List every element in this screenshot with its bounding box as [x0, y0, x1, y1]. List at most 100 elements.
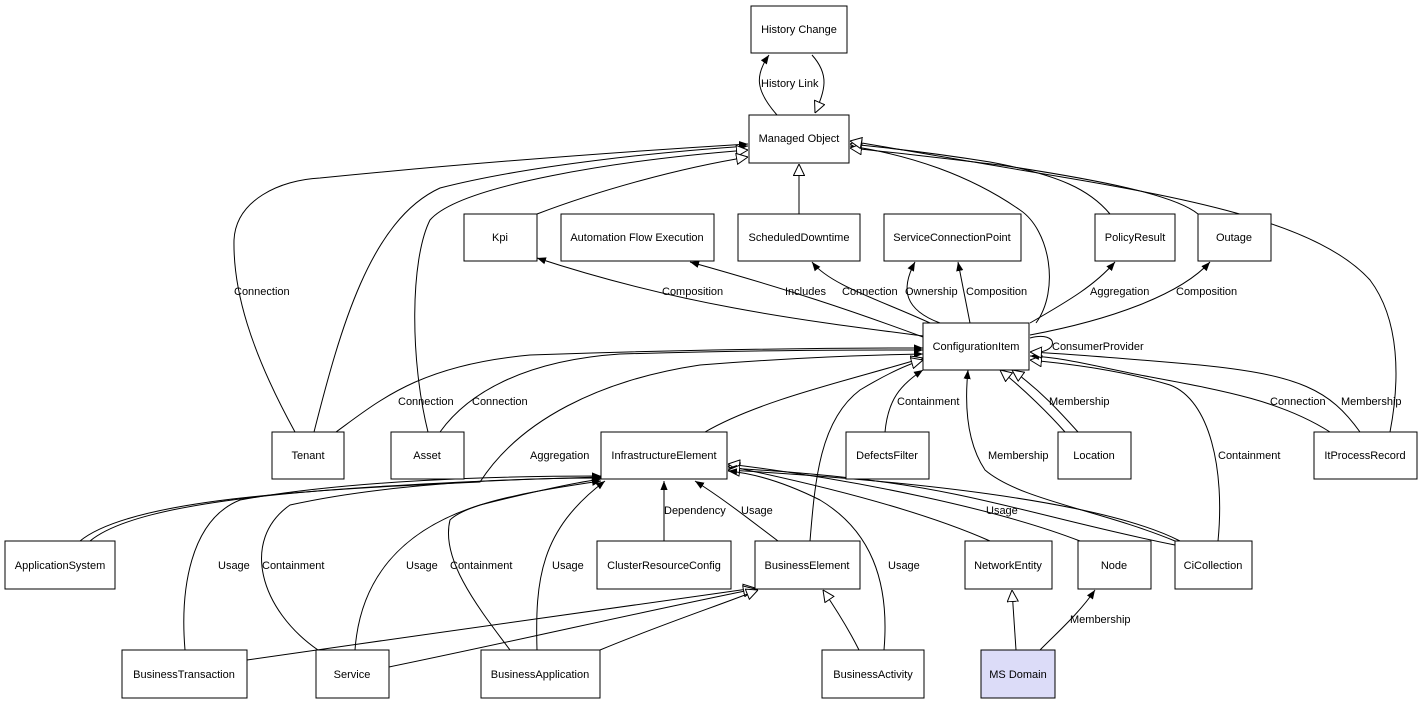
edge-ci-kpi: [536, 257, 924, 337]
node-label: ScheduledDowntime: [749, 232, 850, 244]
edge-be-ie: [694, 480, 779, 542]
edge-label: Containment: [450, 560, 512, 572]
node-label: CiCollection: [1184, 560, 1243, 572]
node-label: ItProcessRecord: [1324, 450, 1405, 462]
edge-ci-outage: [1029, 261, 1211, 336]
edge-ba-ie-cont: [448, 478, 602, 651]
node-label: BusinessElement: [765, 560, 850, 572]
node-scheduled-downtime: ScheduledDowntime: [737, 213, 861, 262]
node-managed-object: Managed Object: [748, 114, 850, 164]
node-label: BusinessActivity: [833, 669, 913, 681]
edge-ci-sd: [811, 261, 931, 324]
edge-itpr-ci-membership: [1030, 352, 1361, 433]
node-it-process-record: ItProcessRecord: [1313, 431, 1418, 480]
edge-tenant-ci: [335, 344, 924, 433]
edge-asset-ci: [439, 346, 924, 433]
edge-label: Usage: [552, 560, 584, 572]
edge-location-ci-1: [1000, 370, 1066, 433]
edge-ci-self: [1029, 336, 1053, 357]
edge-outage-mo: [850, 148, 1199, 215]
edge-label: Connection: [1270, 396, 1326, 408]
edge-label: Containment: [897, 396, 959, 408]
node-ms-domain: MS Domain: [980, 649, 1056, 699]
edge-history-self: [811, 54, 824, 113]
node-service-connection-point: ServiceConnectionPoint: [883, 213, 1022, 262]
node-label: Kpi: [492, 232, 508, 244]
node-label: Automation Flow Execution: [570, 232, 703, 244]
node-defects-filter: DefectsFilter: [845, 431, 930, 480]
edge-appsys-ci: [79, 350, 924, 542]
edge-kpi-mo: [536, 157, 748, 215]
edge-be-ci: [809, 360, 923, 542]
edge-label: Connection: [398, 396, 454, 408]
node-label: ConfigurationItem: [933, 341, 1020, 353]
edge-tenant-mo: [233, 140, 749, 433]
node-label: Managed Object: [759, 133, 840, 145]
edge-label: Usage: [986, 505, 1018, 517]
edge-label: Ownership: [905, 286, 958, 298]
node-location: Location: [1057, 431, 1132, 480]
edge-msd-network: [1012, 590, 1016, 651]
edge-label: Usage: [218, 560, 250, 572]
nodes: History Change Managed Object Kpi Automa…: [4, 5, 1418, 699]
edge-itpr-ci-connection: [1029, 352, 1331, 433]
edge-label: Connection: [472, 396, 528, 408]
edge-ba-ie-usage: [536, 480, 606, 651]
edge-label: Connection: [842, 286, 898, 298]
node-business-application: BusinessApplication: [480, 649, 601, 699]
edge-cicoll-ci-containment: [1030, 360, 1221, 542]
edge-label: Usage: [741, 505, 773, 517]
edge-label: Usage: [406, 560, 438, 572]
edge-bt-ie: [183, 472, 602, 651]
edge-label: Aggregation: [530, 450, 589, 462]
edge-label: Dependency: [664, 505, 726, 517]
edge-bt-be: [246, 588, 755, 661]
edge-labels: History Link Connection Composition Incl…: [218, 78, 1402, 626]
edge-label: Membership: [988, 450, 1049, 462]
edge-network-ie: [728, 466, 991, 542]
edge-bact-ie: [727, 468, 886, 651]
edge-pr-mo: [850, 144, 1111, 215]
node-tenant: Tenant: [271, 431, 345, 480]
node-label: Asset: [413, 450, 441, 462]
edge-label: Composition: [662, 286, 723, 298]
edge-location-ci-2: [1012, 370, 1079, 433]
node-label: ServiceConnectionPoint: [893, 232, 1010, 244]
edge-label: Membership: [1070, 614, 1131, 626]
edge-label: Includes: [785, 286, 826, 298]
edge-cicoll-ie-2: [728, 470, 1181, 542]
edge-itpr-mo: [850, 141, 1397, 433]
node-asset: Asset: [390, 431, 465, 480]
edge-ci-scp-comp: [956, 261, 971, 324]
edge-cicoll-ie-usage: [727, 464, 1176, 546]
edge-msd-node: [1039, 589, 1096, 651]
edge-label: ConsumerProvider: [1052, 341, 1144, 353]
edge-ci-mo: [849, 143, 1050, 324]
node-business-transaction: BusinessTransaction: [121, 649, 248, 699]
edge-label: History Link: [761, 78, 819, 90]
node-label: DefectsFilter: [856, 450, 918, 462]
node-business-activity: BusinessActivity: [821, 649, 925, 699]
node-label: ClusterResourceConfig: [607, 560, 721, 572]
node-node: Node: [1077, 540, 1152, 590]
node-cluster-resource-config: ClusterResourceConfig: [596, 540, 732, 590]
node-configuration-item: ConfigurationItem: [922, 322, 1030, 371]
node-network-entity: NetworkEntity: [964, 540, 1053, 590]
node-automation-flow-execution: Automation Flow Execution: [560, 213, 715, 262]
node-label: ApplicationSystem: [15, 560, 106, 572]
node-history-change: History Change: [750, 5, 848, 54]
edge-defects-ci: [884, 369, 924, 433]
edge-label: Usage: [888, 560, 920, 572]
edge-ci-pr: [1029, 261, 1116, 324]
node-label: Outage: [1216, 232, 1252, 244]
node-business-element: BusinessElement: [754, 540, 861, 590]
edge-tenant-mo-2: [313, 143, 749, 433]
edge-ci-afe: [689, 260, 924, 338]
edge-label: Containment: [1218, 450, 1280, 462]
edge-ie-ci: [704, 358, 923, 433]
edge-service-ie-cont: [261, 474, 602, 651]
node-label: MS Domain: [989, 669, 1046, 681]
edge-service-be: [388, 589, 755, 668]
node-label: InfrastructureElement: [611, 450, 716, 462]
node-label: Tenant: [291, 450, 324, 462]
